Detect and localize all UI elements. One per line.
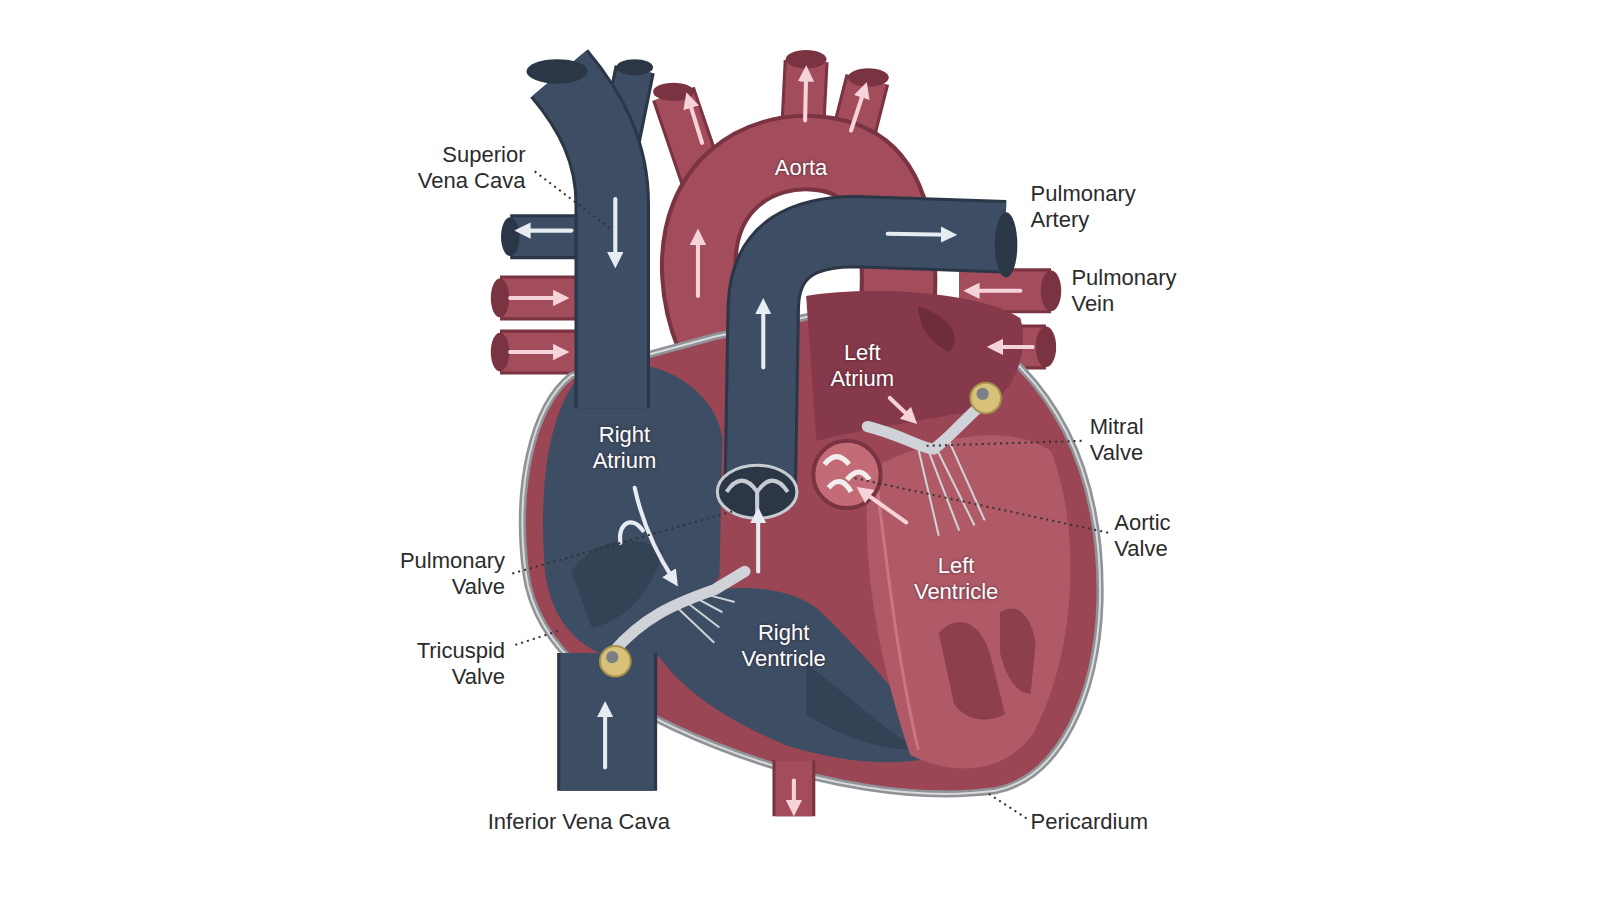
leader-lines: [923, 441, 1081, 446]
part-label: Tricuspid Valve: [372, 638, 505, 690]
part-label: Pulmonary Vein: [1071, 265, 1193, 317]
flow-arrows: [689, 100, 702, 143]
heart-valves: [977, 388, 989, 400]
part-label: Right Atrium: [579, 422, 671, 474]
flow-arrows: [761, 306, 765, 367]
left-atrium: [806, 291, 1023, 441]
flow-arrows: [971, 289, 1020, 293]
flow-arrows: [756, 515, 760, 571]
part-label-box: Left Ventricle: [900, 553, 1012, 605]
flow-arrows: [510, 296, 561, 300]
heart-body: [878, 490, 919, 750]
heart-valves: [918, 441, 984, 536]
heart-body: [1000, 608, 1036, 693]
part-label-box: Superior Vena Cava: [393, 142, 526, 194]
back-vessels: [848, 68, 889, 86]
part-label: Left Atrium: [816, 340, 908, 392]
part-label-box: Right Atrium: [579, 422, 671, 474]
part-label: Aorta: [750, 155, 852, 181]
heart-valves: [970, 383, 1001, 414]
leader-lines: [535, 171, 611, 228]
pulmonary-artery: [717, 465, 797, 518]
vena-cava: [527, 59, 588, 83]
part-label-box: Pulmonary Vein: [1071, 265, 1193, 317]
pulmonary-artery: [760, 232, 1005, 492]
vena-cava: [776, 760, 813, 816]
flow-arrows: [696, 237, 700, 296]
flow-arrows: [995, 345, 1033, 349]
vena-cava: [772, 760, 815, 816]
flow-arrows: [888, 234, 949, 235]
leader-lines: [512, 510, 736, 573]
part-label-box: Aortic Valve: [1114, 510, 1206, 562]
part-label-box: Tricuspid Valve: [372, 638, 505, 690]
flow-arrows: [613, 199, 617, 260]
heart-valves: [606, 651, 618, 663]
back-vessels: [786, 50, 827, 68]
leader-lines: [852, 478, 1108, 533]
part-label-box: Pulmonary Artery: [1031, 181, 1153, 233]
back-vessels: [1041, 270, 1061, 311]
part-label: Left Ventricle: [900, 553, 1012, 605]
part-label-box: Aorta: [750, 155, 852, 181]
pulmonary-artery: [717, 209, 1017, 518]
heart-valves: [867, 400, 987, 449]
pulmonary-artery: [727, 481, 788, 516]
vena-cava: [616, 59, 653, 75]
part-label-box: Mitral Valve: [1090, 414, 1182, 466]
part-label: Mitral Valve: [1090, 414, 1182, 466]
part-label: Aortic Valve: [1114, 510, 1206, 562]
part-label: Pulmonary Valve: [372, 548, 505, 600]
pulmonary-artery: [760, 232, 1005, 492]
left-ventricle: [867, 435, 1071, 768]
heart-valves: [673, 594, 734, 643]
flow-arrows: [851, 90, 864, 131]
part-label-box: Inferior Vena Cava: [488, 809, 733, 835]
flow-arrows: [792, 781, 796, 809]
back-vessels: [491, 333, 509, 372]
flow-arrows: [890, 398, 911, 418]
back-vessels: [1036, 327, 1056, 368]
flow-arrows: [805, 73, 806, 120]
back-vessels: [501, 217, 519, 256]
part-label-box: Pericardium: [1031, 809, 1184, 835]
flow-arrows: [510, 73, 1032, 808]
heart-body: [918, 306, 955, 352]
leader-lines: [512, 171, 1108, 818]
leader-lines: [515, 631, 559, 645]
flow-arrows: [510, 350, 561, 354]
back-vessels: [491, 279, 509, 318]
flow-arrows: [863, 492, 906, 523]
vena-cava: [559, 73, 612, 408]
heart-valves: [824, 457, 869, 492]
part-label: Superior Vena Cava: [393, 142, 526, 194]
heart-body: [939, 622, 1005, 720]
heart-valves: [612, 571, 745, 653]
heart-valves: [600, 646, 631, 677]
flow-arrows: [522, 229, 571, 233]
leader-lines: [986, 792, 1027, 819]
part-label-box: Right Ventricle: [728, 620, 840, 672]
part-label-box: Left Atrium: [816, 340, 908, 392]
part-label: Pericardium: [1031, 809, 1184, 835]
vena-cava: [559, 73, 612, 408]
pulmonary-artery: [995, 212, 1017, 277]
part-label: Inferior Vena Cava: [488, 809, 733, 835]
part-label: Right Ventricle: [728, 620, 840, 672]
part-label-box: Pulmonary Valve: [372, 548, 505, 600]
heart-valves: [600, 383, 1001, 677]
flow-arrows: [603, 709, 607, 767]
part-label: Pulmonary Artery: [1031, 181, 1153, 233]
